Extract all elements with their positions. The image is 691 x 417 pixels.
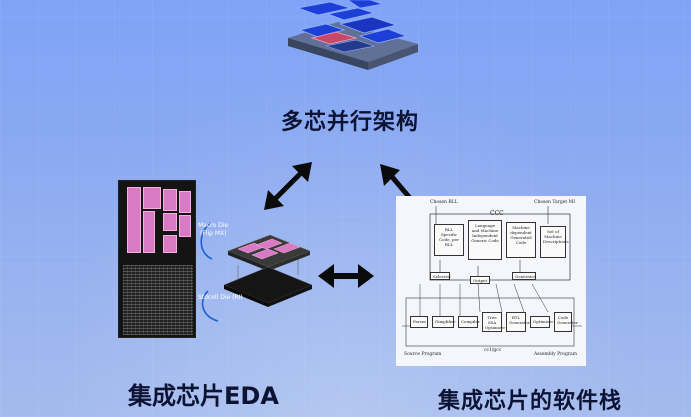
compiler-software-stack-diagram: Chosen RLL CCC Chosen Target MI RLL Spec… [396, 196, 586, 366]
3d-die-stack-illustration [200, 222, 313, 322]
pass-code-generator: Code Generator [554, 312, 578, 332]
title-integrated-chip-software-stack: 集成芯片的软件栈 [438, 389, 623, 414]
chosen-rll-label: Chosen RLL [430, 200, 458, 205]
pass-tree-ssa-optimizer: Tree SSA Optimizer [482, 312, 505, 332]
title-integrated-chip-eda: 集成芯片EDA [128, 382, 279, 410]
multi-chip-stack-illustration [288, 0, 418, 70]
generated-box: Generated [512, 272, 536, 280]
source-program-label: Source Program [404, 352, 442, 357]
selected-box: Selected [430, 272, 451, 280]
macro-die-label: Macro Die [198, 222, 229, 229]
pass-gimplifier: Gimplifier [432, 316, 455, 328]
pass-parser: Parser [410, 316, 428, 328]
diagram-connectors [402, 206, 582, 347]
eda-chip-layout-image [118, 180, 196, 338]
stdcell-die-label: Stdcell Die (RI) [198, 294, 243, 301]
pass-compiler: Compiler [458, 316, 480, 328]
pass-optimizer: Optimizer [530, 316, 553, 328]
ccc-label: CCC [490, 210, 504, 217]
output-box: Output [470, 276, 490, 284]
double-arrow-icon [264, 162, 312, 210]
flip-mx-label: (Flip MX) [200, 230, 227, 237]
machine-dependent-code-box: Machine dependent Generated Code [506, 222, 536, 258]
pass-rtl-generator: RTL Generator [506, 312, 530, 332]
title-multi-chip-parallel-architecture: 多芯并行架构 [281, 110, 420, 135]
chosen-target-label: Chosen Target MI [534, 200, 576, 205]
assembly-program-label: Assembly Program [534, 352, 577, 357]
machine-descriptions-box: Set of Machine Descriptions [540, 226, 569, 258]
rll-specific-code-box: RLL Specific Code, per RLL [434, 224, 464, 256]
language-independent-code-box: Language and Machine Independent Generic… [468, 220, 502, 260]
double-arrow-icon [318, 264, 374, 288]
cc1-label: cc1/gcc [484, 348, 502, 353]
